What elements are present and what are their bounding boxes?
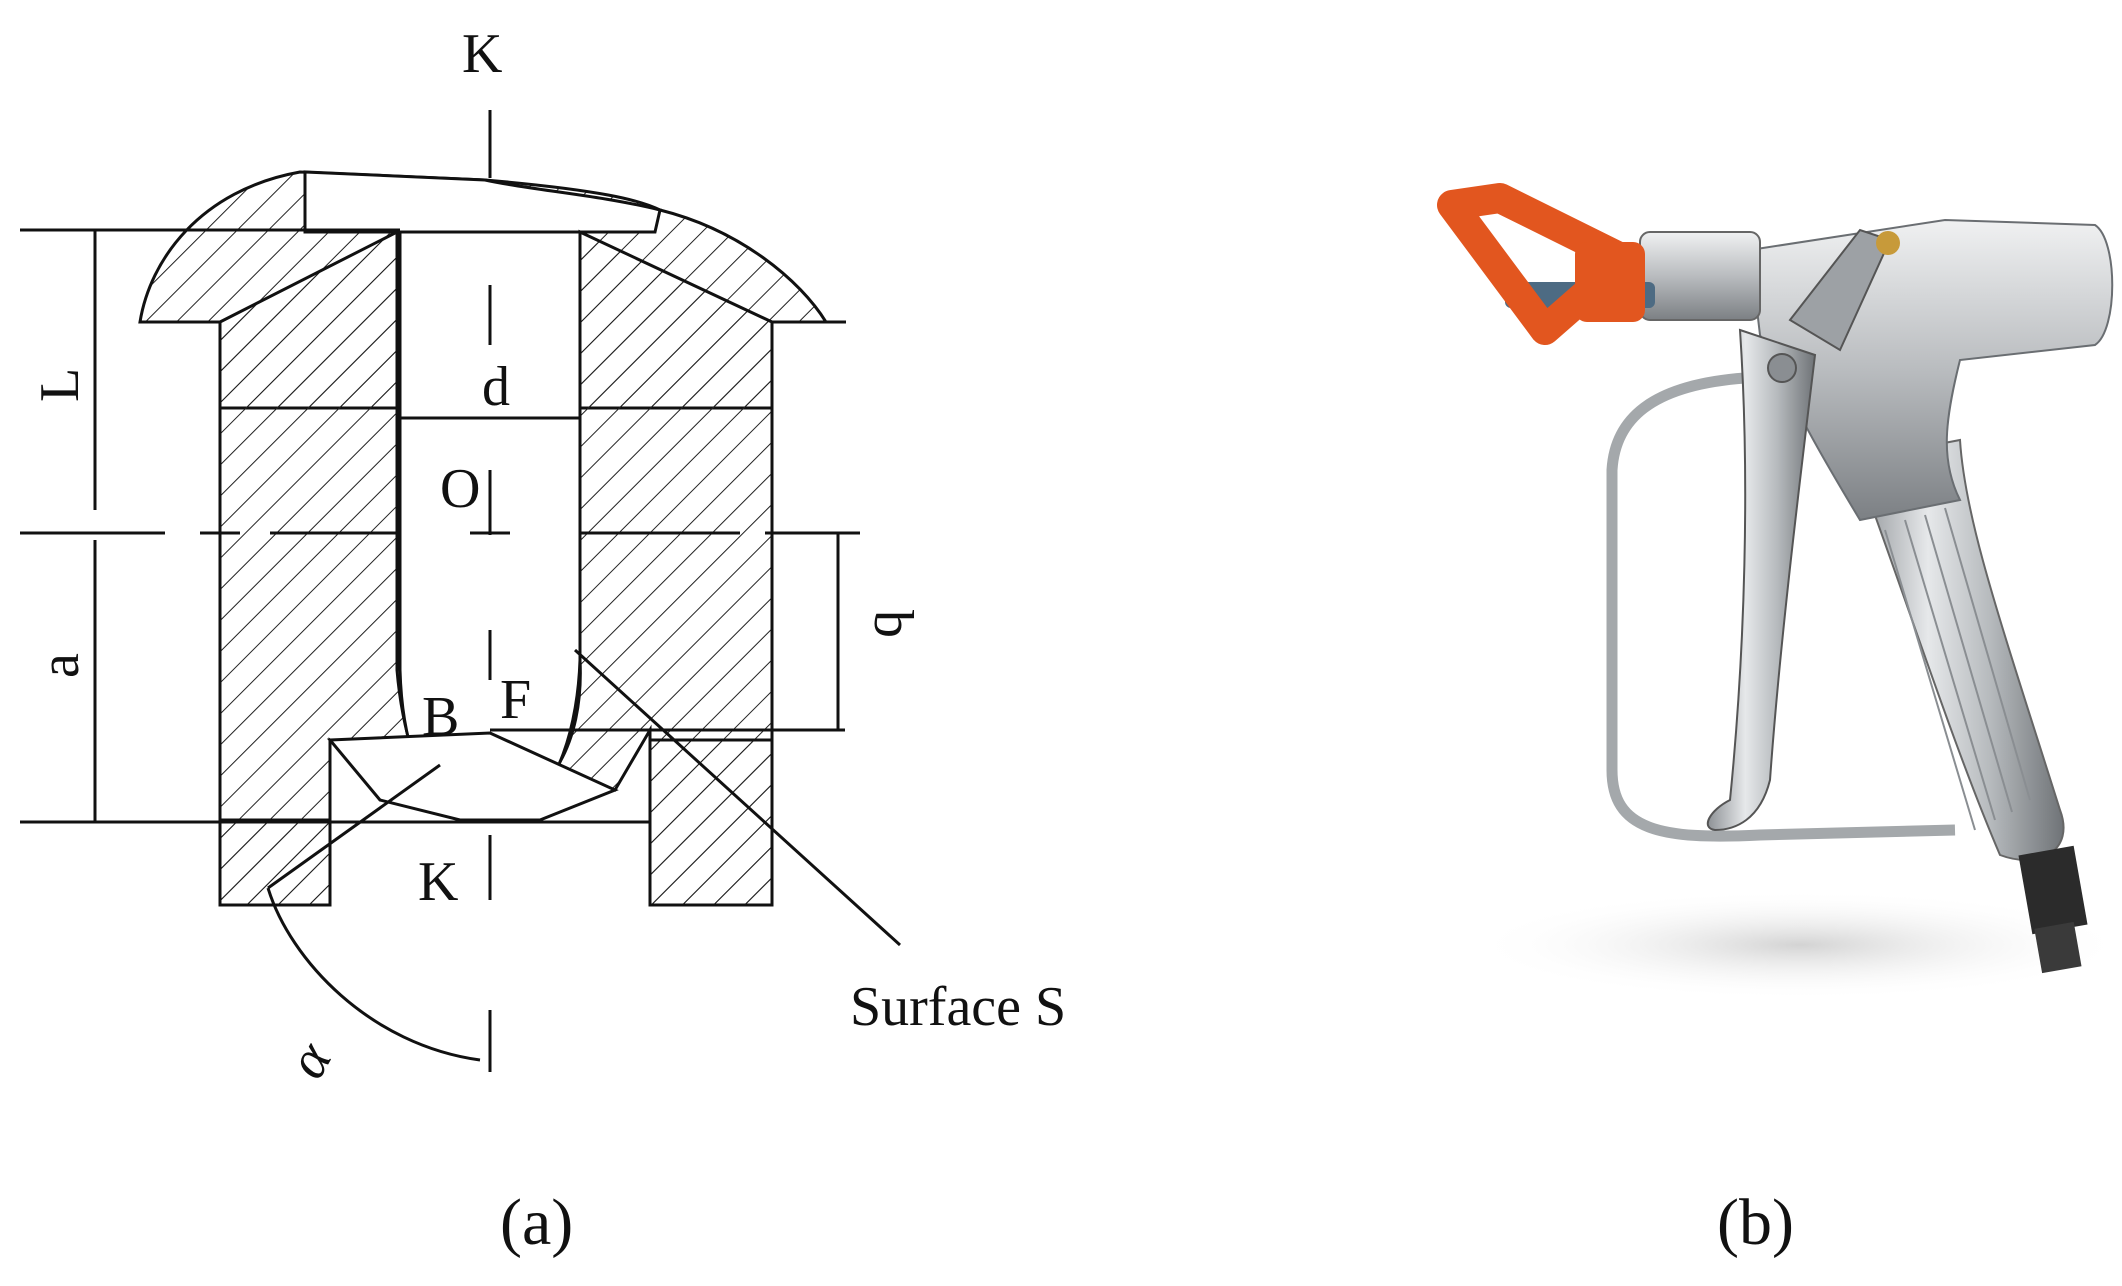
label-o: O	[440, 458, 480, 520]
caption-b: (b)	[1717, 1186, 1794, 1259]
label-b-dim: b	[862, 610, 924, 638]
label-b-point: B	[422, 686, 459, 748]
label-k-top: K	[462, 23, 502, 85]
panel-a-drawing	[20, 110, 902, 1072]
pivot-screw	[1876, 231, 1900, 255]
label-k-bottom: K	[418, 851, 458, 913]
cone-bf	[326, 731, 619, 822]
panel-a-labels: K d O B F K Surface S L a b α (a)	[29, 23, 1066, 1259]
right-flange	[648, 738, 774, 907]
barrel	[1639, 231, 1761, 321]
label-d: d	[482, 356, 510, 418]
label-l: L	[29, 368, 91, 402]
hose-fitting	[2018, 845, 2088, 935]
alpha-arc	[266, 887, 481, 1062]
grip-ribs	[1884, 507, 2031, 831]
label-f: F	[500, 669, 531, 731]
caption-a: (a)	[500, 1186, 573, 1259]
surface-leader	[573, 648, 902, 947]
label-a: a	[29, 653, 91, 678]
label-surface-s: Surface S	[850, 976, 1066, 1038]
trigger	[1706, 328, 1817, 832]
left-flange	[218, 818, 332, 907]
gun-shadow	[1470, 890, 2122, 1000]
spray-gun-illustration	[1437, 183, 2122, 1000]
cap-wedge	[303, 170, 662, 234]
label-alpha: α	[276, 1031, 345, 1089]
trigger-guard	[1606, 372, 1956, 842]
